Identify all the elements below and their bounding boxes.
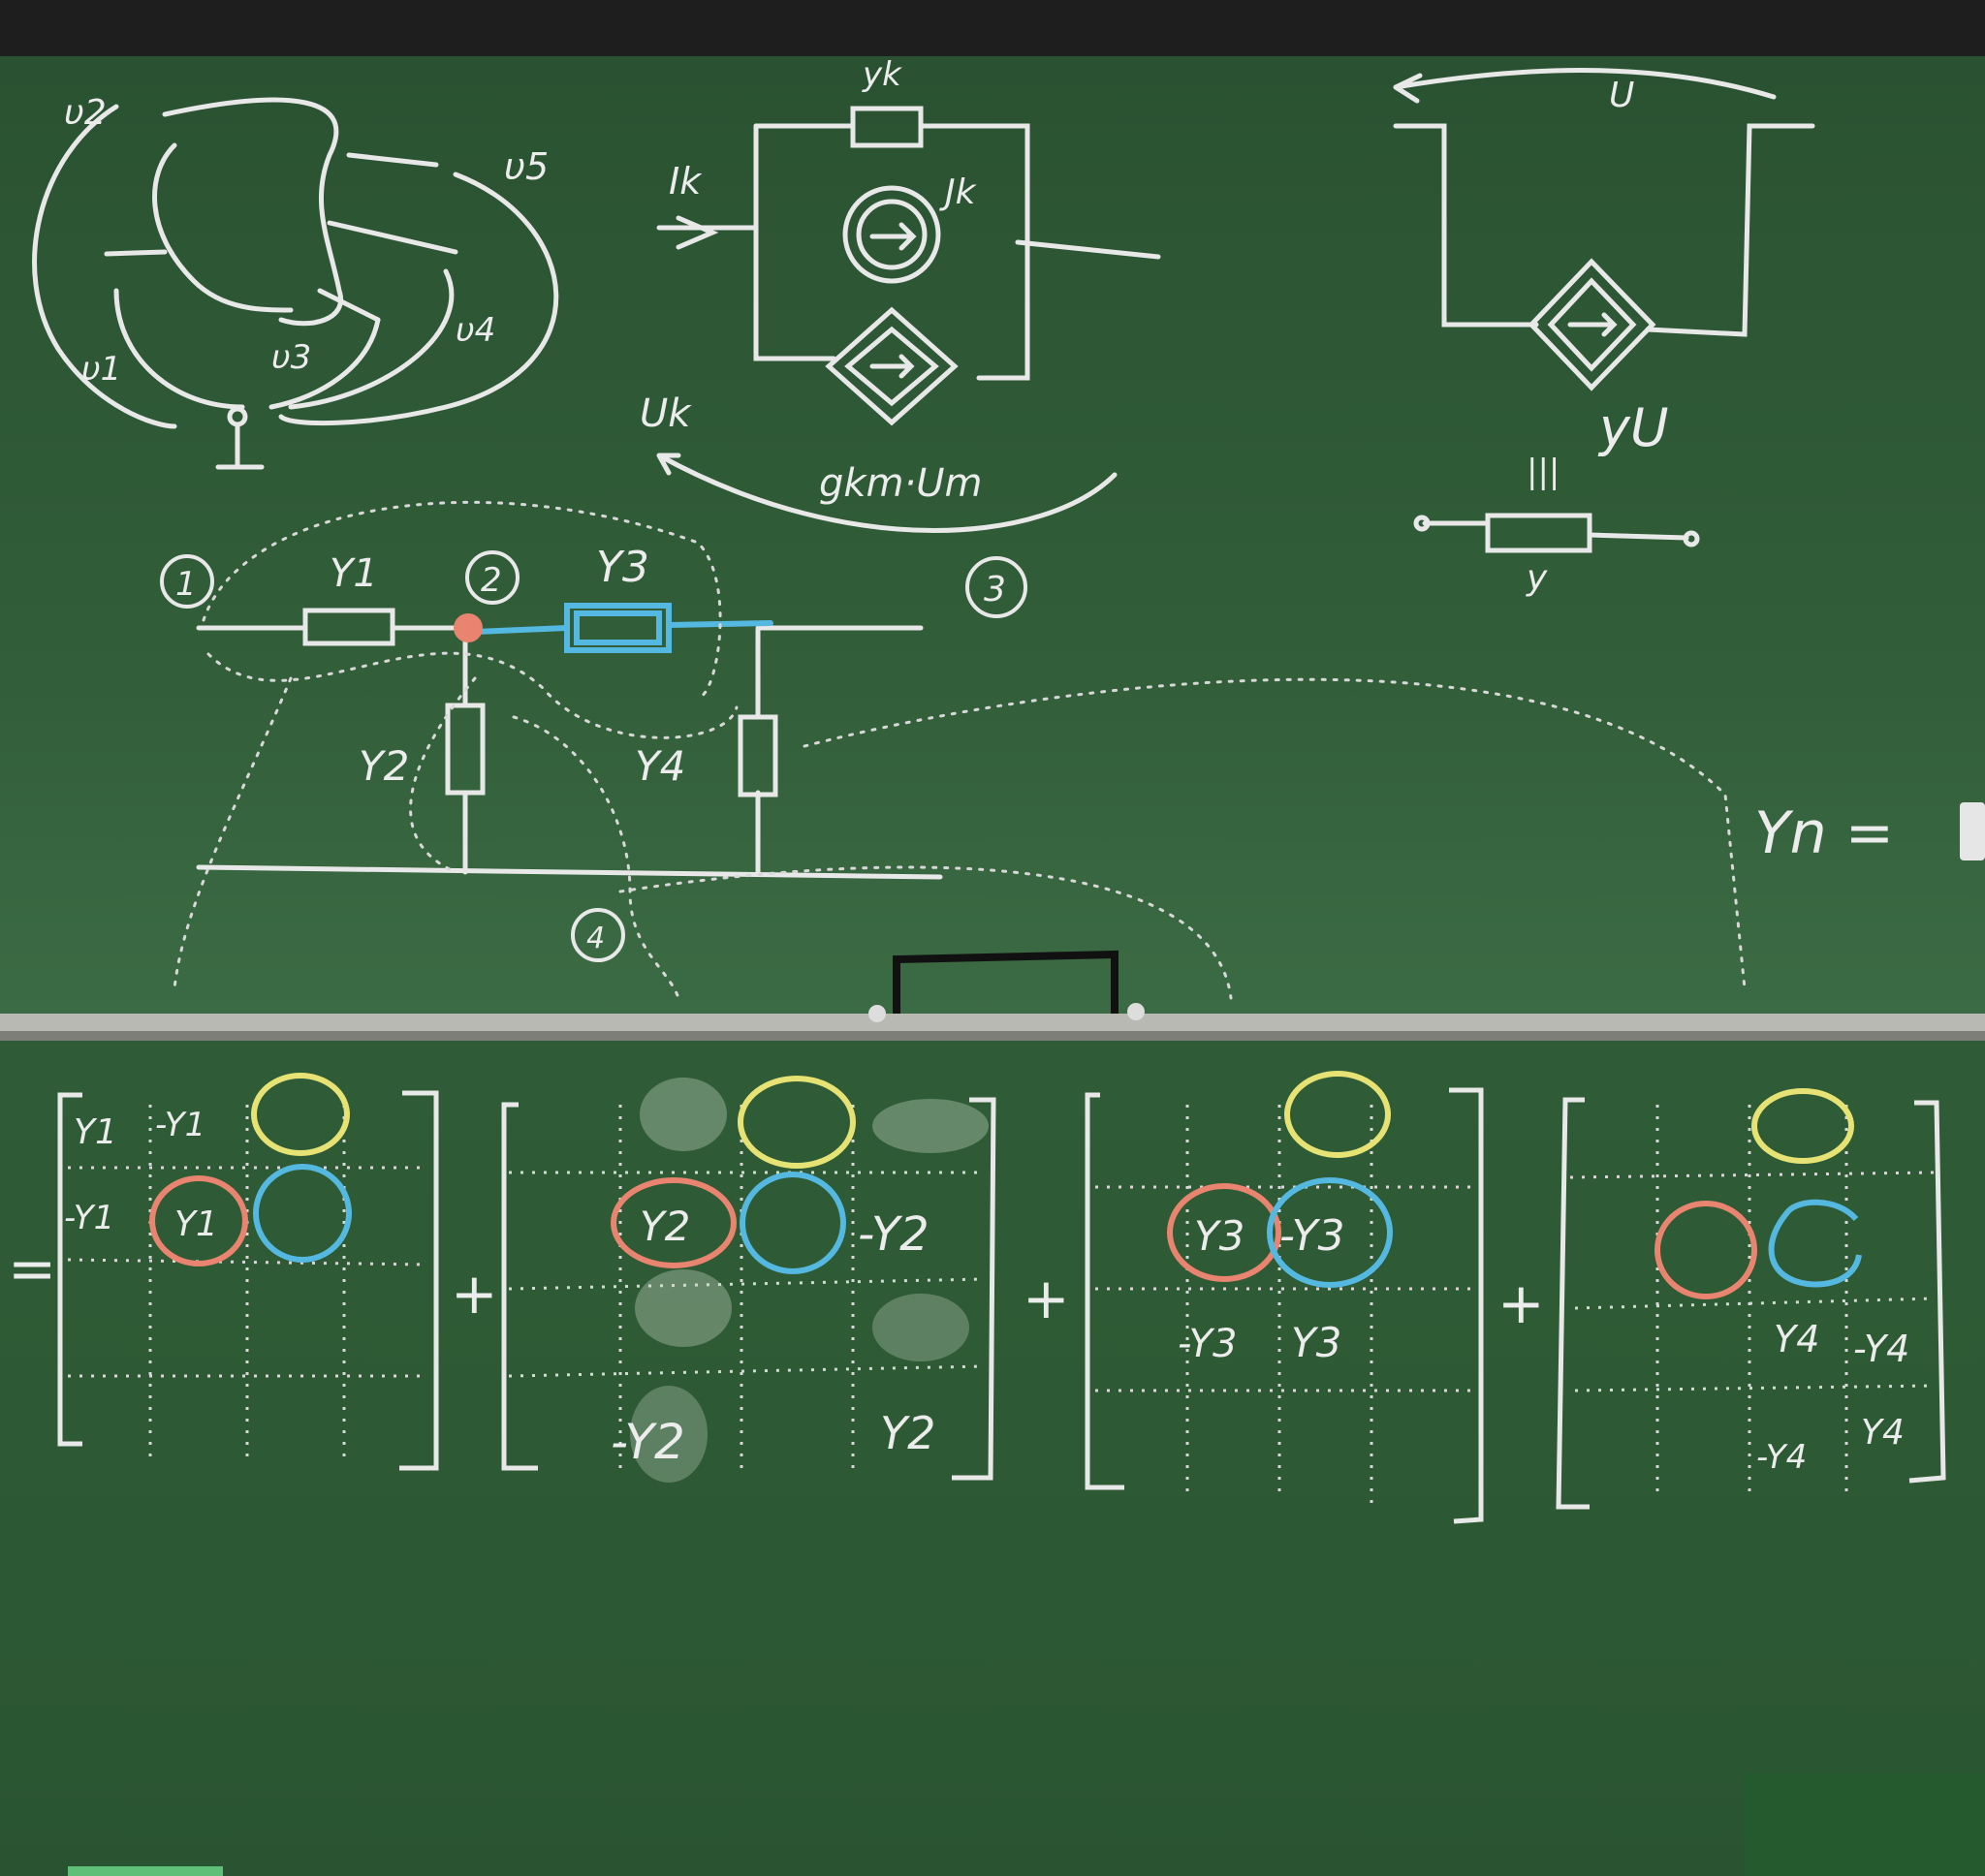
matrix-heading: Yn =: [1754, 799, 1894, 867]
plus-sign-1: +: [451, 1261, 498, 1327]
node-1-label: 1: [175, 565, 197, 604]
m1-a21: -Y1: [64, 1199, 114, 1237]
m2-a42: -Y2: [611, 1414, 685, 1470]
label-gkm-um: gkm·Um: [819, 461, 982, 506]
plus-sign-3: +: [1497, 1270, 1545, 1336]
label-yu: yU: [1597, 397, 1668, 458]
node-3-label: 3: [984, 570, 1006, 610]
m4-a33: Y4: [1774, 1318, 1819, 1360]
label-triple-bar: |||: [1527, 453, 1560, 491]
matrix-4: Y4 -Y4 -Y4 Y4: [1556, 1088, 1946, 1510]
m4-a43: -Y4: [1756, 1438, 1807, 1477]
label-u: U: [1609, 76, 1634, 115]
matrix-2: Y2 -Y2 -Y2 Y2: [501, 1076, 996, 1483]
m3-a33: Y3: [1291, 1319, 1341, 1366]
matrix-3: Y3 -Y3 -Y3 Y3: [1085, 1071, 1484, 1524]
m2-a24: -Y2: [858, 1207, 929, 1262]
m3-a23: -Y3: [1279, 1211, 1345, 1261]
label-uk: Uk: [640, 391, 692, 436]
bottom-strip: [68, 1866, 223, 1876]
ledge-shadow: [0, 1031, 1985, 1041]
graph-label-u4: υ4: [456, 311, 495, 350]
graph-label-u5: υ5: [504, 145, 549, 188]
right-tab: [1960, 802, 1985, 860]
node-graph-sketch: [32, 97, 559, 470]
ladder-network: [160, 500, 1747, 1000]
element-y3-label: Y3: [596, 543, 649, 592]
label-yk: yk: [862, 55, 902, 94]
element-y4-label: Y4: [635, 742, 685, 790]
graph-label-u1: υ1: [81, 350, 121, 389]
equals-sign: =: [8, 1235, 56, 1303]
dependent-source-sketch: [1393, 68, 1815, 553]
node-2-label: 2: [481, 561, 502, 600]
m4-a34: -Y4: [1853, 1328, 1909, 1370]
m2-a22: Y2: [640, 1203, 690, 1250]
m1-a12: -Y1: [155, 1106, 205, 1144]
graph-label-u2: υ2: [64, 93, 107, 133]
label-y: y: [1526, 558, 1548, 598]
label-jk: Jk: [939, 172, 978, 212]
vccs-branch-sketch: [656, 106, 1161, 533]
bottom-corner: [1745, 1773, 1985, 1876]
matrix-1: Y1 -Y1 -Y1 Y1: [57, 1073, 439, 1471]
m3-a32: -Y3: [1178, 1322, 1237, 1366]
m1-a11: Y1: [74, 1112, 117, 1152]
board-handle[interactable]: [868, 950, 1145, 1022]
element-y1-label: Y1: [330, 551, 378, 596]
m4-a44: Y4: [1861, 1413, 1905, 1453]
graph-label-u3: υ3: [271, 338, 311, 377]
m1-a22: Y1: [174, 1204, 218, 1244]
node-4-label: 4: [586, 922, 605, 955]
element-y2-label: Y2: [359, 742, 409, 790]
m2-a44: Y2: [880, 1407, 935, 1459]
label-ik: Ik: [669, 160, 703, 203]
m3-a22: Y3: [1194, 1212, 1245, 1260]
plus-sign-2: +: [1023, 1266, 1070, 1331]
